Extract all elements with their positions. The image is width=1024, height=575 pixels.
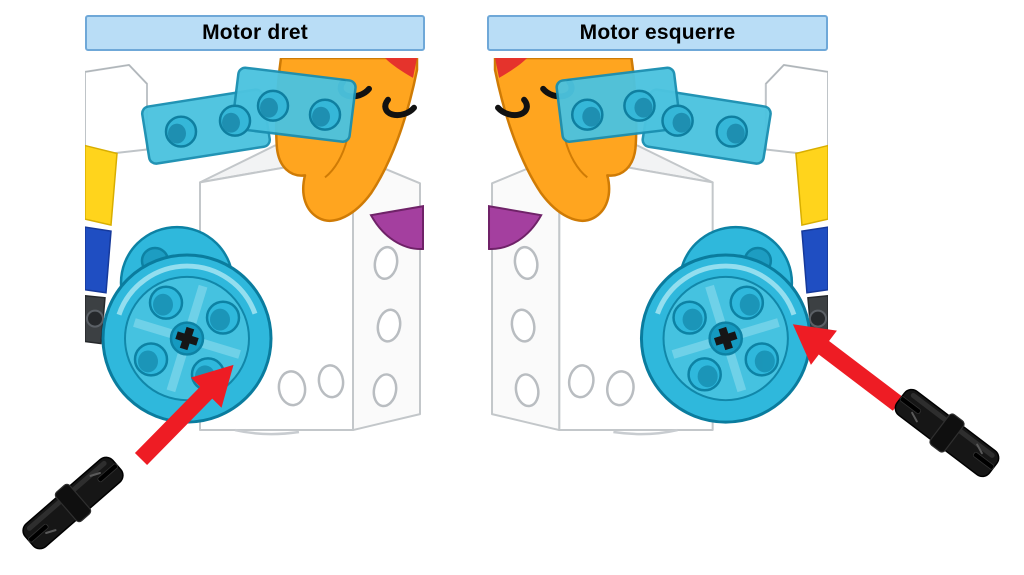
panel-header-motor-dret: Motor dret [85,15,425,51]
panel-motor-esquerre: Motor esquerre [487,15,828,436]
motor-dret-render [85,58,425,436]
motor-esquerre-image [487,58,828,436]
panel-motor-dret: Motor dret [85,15,425,436]
panel-header-motor-esquerre: Motor esquerre [487,15,828,51]
pin-icon-right [888,381,1006,485]
motor-esquerre-render [487,58,828,436]
motor-dret-illustration [85,58,425,436]
motor-esquerre-illustration [487,58,828,436]
panel-title-motor-dret: Motor dret [202,21,308,44]
motor-dret-image [85,58,425,436]
panel-title-motor-esquerre: Motor esquerre [579,21,736,44]
pin-icon-left [15,449,131,557]
